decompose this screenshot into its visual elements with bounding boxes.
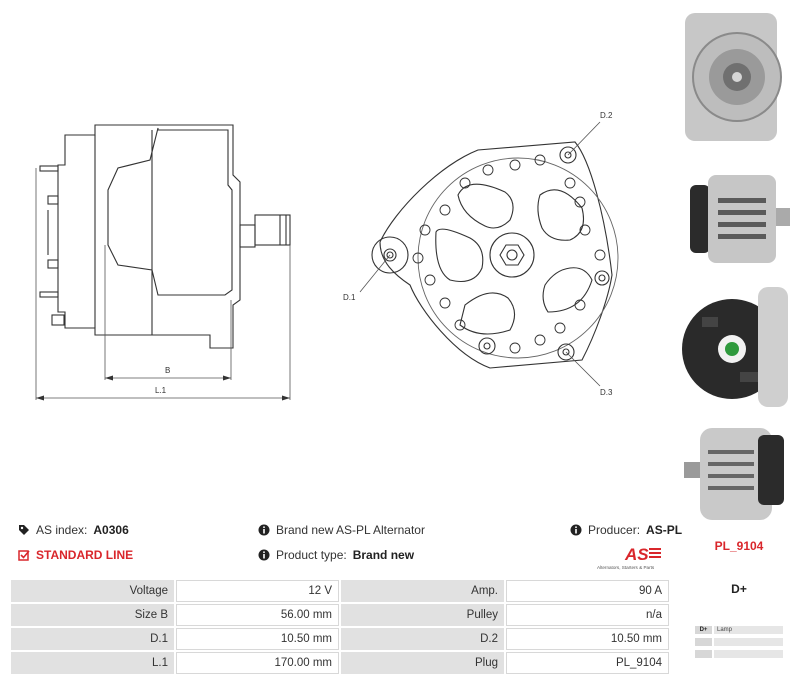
spec-label: Pulley	[341, 604, 504, 626]
standard-line-label: STANDARD LINE	[36, 548, 134, 562]
as-pl-logo: AS Alternators, Starters & Parts	[597, 545, 661, 570]
product-photo-side[interactable]	[680, 160, 800, 280]
checkbox-icon	[18, 550, 30, 561]
spec-label: D.2	[341, 628, 504, 650]
product-type: Product type: Brand new	[258, 548, 414, 562]
pin-id	[695, 650, 712, 658]
logo-mark: AS	[624, 545, 649, 564]
specs-row: D.1 10.50 mm D.2 10.50 mm	[11, 628, 669, 650]
product-photo-front[interactable]	[680, 5, 800, 150]
pin-desc: Lamp	[714, 626, 783, 634]
plug-pin-table: D+ Lamp	[695, 626, 783, 662]
producer-value: AS-PL	[646, 523, 683, 537]
spec-label: L.1	[11, 652, 174, 674]
plug-pin-row	[695, 650, 783, 658]
specs-row: Size B 56.00 mm Pulley n/a	[11, 604, 669, 626]
technical-drawing: B L.1	[35, 111, 619, 401]
spec-value: 170.00 mm	[176, 652, 339, 674]
spec-value: 56.00 mm	[176, 604, 339, 626]
spec-value: n/a	[506, 604, 669, 626]
side-view-inner-housing	[107, 127, 233, 296]
brand-new-text: Brand new AS-PL Alternator	[276, 523, 425, 537]
as-index-value: A0306	[93, 523, 129, 537]
side-view-body	[57, 124, 241, 349]
spec-label: Amp.	[341, 580, 504, 602]
plug-pin-row: D+ Lamp	[695, 626, 783, 634]
spec-value: 12 V	[176, 580, 339, 602]
spec-value: 90 A	[506, 580, 669, 602]
producer-label: Producer:	[588, 523, 641, 537]
spec-value: 10.50 mm	[506, 628, 669, 650]
standard-line-badge: STANDARD LINE	[18, 548, 133, 562]
spec-value[interactable]: PL_9104	[506, 652, 669, 674]
terminal-label: D+	[731, 582, 747, 596]
spec-label: D.1	[11, 628, 174, 650]
pulley-nut	[254, 214, 291, 246]
central-hub	[489, 232, 535, 278]
spec-value: 10.50 mm	[176, 628, 339, 650]
as-index-label: AS index:	[36, 523, 88, 537]
product-code[interactable]: PL_9104	[714, 539, 764, 553]
pin-desc	[714, 650, 783, 658]
spec-label: Plug	[341, 652, 504, 674]
dimension-l1-label: L.1	[155, 386, 167, 395]
product-photo-angle[interactable]	[680, 420, 800, 528]
label-d2: D.2	[600, 111, 613, 120]
mount-hole-d3	[557, 343, 575, 361]
pin-id: D+	[695, 626, 712, 634]
plug-pin-row	[695, 638, 783, 646]
info-icon	[258, 549, 270, 561]
mount-hole-d2	[559, 146, 577, 164]
tag-icon	[19, 525, 29, 535]
brand-new-note: Brand new AS-PL Alternator	[258, 523, 425, 537]
specs-row: L.1 170.00 mm Plug PL_9104	[11, 652, 669, 674]
spec-label: Voltage	[11, 580, 174, 602]
spec-label: Size B	[11, 604, 174, 626]
specs-table: Voltage 12 V Amp. 90 A Size B 56.00 mm P…	[9, 578, 671, 676]
mount-ear-d1	[371, 236, 409, 274]
label-d3: D.3	[600, 388, 613, 397]
producer: Producer: AS-PL	[570, 523, 682, 537]
front-view-outline	[379, 141, 613, 369]
logo-tagline: Alternators, Starters & Parts	[597, 565, 655, 570]
info-icon	[258, 524, 270, 536]
shaft	[239, 224, 256, 248]
pin-desc	[714, 638, 783, 646]
product-type-label: Product type:	[276, 548, 347, 562]
pin-id	[695, 638, 712, 646]
product-photo-rear[interactable]	[680, 282, 800, 417]
info-icon	[570, 524, 582, 536]
product-type-value: Brand new	[352, 548, 415, 562]
as-index: AS index: A0306	[18, 523, 129, 537]
dimension-b-label: B	[165, 366, 170, 375]
specs-row: Voltage 12 V Amp. 90 A	[11, 580, 669, 602]
label-d1: D.1	[343, 293, 356, 302]
